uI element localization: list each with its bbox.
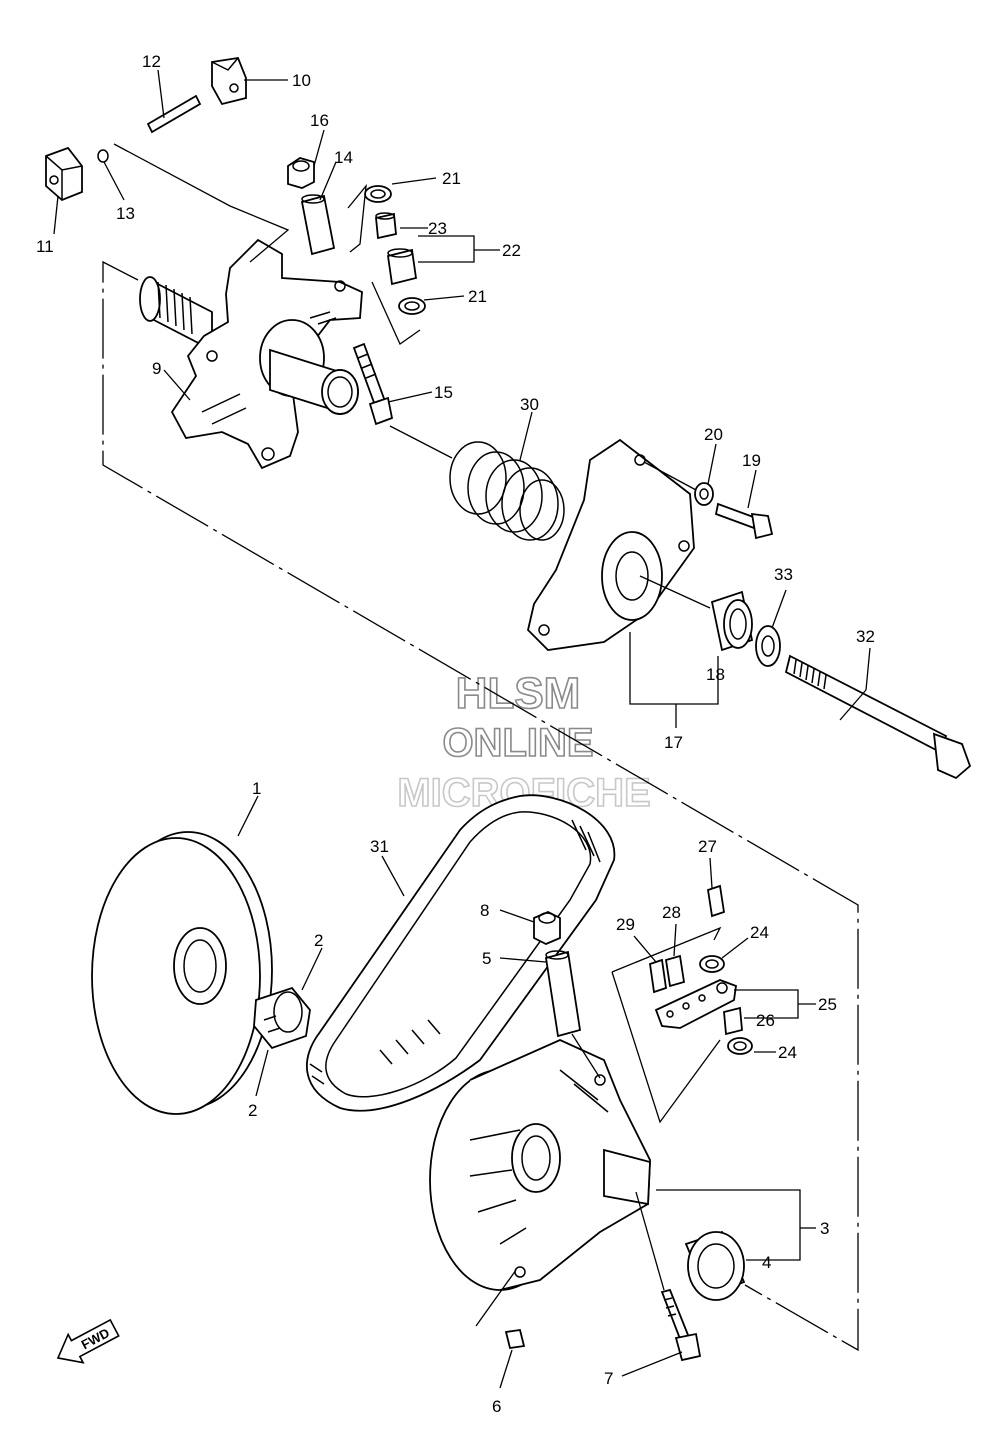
callout-19: 19: [742, 451, 761, 470]
part-bolt-19: [714, 502, 774, 540]
callout-16: 16: [310, 111, 329, 130]
callout-25: 25: [818, 995, 837, 1014]
part-collar-2: [253, 986, 311, 1050]
leader-lines: [53, 69, 871, 1389]
part-cover-17: [527, 438, 695, 651]
part-washer-33: [755, 625, 781, 667]
part-bushing-18: [710, 590, 754, 652]
part-ring-13: [97, 149, 109, 163]
callout-3: 3: [820, 1219, 829, 1238]
callout-1: 1: [252, 779, 261, 798]
part-bushing-22: [386, 248, 418, 286]
watermark-line1: HLSM: [456, 669, 581, 718]
callout-12: 12: [142, 52, 161, 71]
part-screw-28: [664, 954, 686, 988]
part-washer-24a: [699, 955, 725, 973]
callout-23: 23: [428, 219, 447, 238]
watermark-line2: ONLINE: [442, 721, 593, 765]
part-bolt-32: [784, 654, 972, 780]
part-bolt-7: [660, 1288, 702, 1362]
callout-8: 8: [480, 901, 489, 920]
callout-2a: 2: [314, 931, 323, 950]
part-nut-8: [533, 911, 561, 945]
callout-28: 28: [662, 903, 681, 922]
callout-17: 17: [664, 733, 683, 752]
watermark: HLSM ONLINE MICROFICHE: [397, 668, 652, 816]
callout-24a: 24: [750, 923, 769, 942]
callout-33: 33: [774, 565, 793, 584]
part-washer-20: [694, 482, 714, 506]
part-sheave-1: [91, 831, 273, 1115]
part-spider-9: [139, 238, 363, 470]
part-screw-29: [649, 958, 667, 994]
callout-13: 13: [116, 204, 135, 223]
callout-15: 15: [434, 383, 453, 402]
callout-18: 18: [706, 665, 725, 684]
watermark-line3: MICROFICHE: [397, 771, 650, 815]
callout-21b: 21: [468, 287, 487, 306]
part-bolt-15: [352, 342, 394, 426]
part-weight-10: [211, 57, 247, 106]
part-washer-21b: [398, 297, 426, 315]
part-arm-25: [654, 979, 737, 1029]
callout-32: 32: [856, 627, 875, 646]
callout-21a: 21: [442, 169, 461, 188]
part-belt-31: [306, 794, 616, 1112]
part-bushing-4: [684, 1230, 746, 1301]
callout-4: 4: [762, 1253, 771, 1272]
part-pin-12: [146, 94, 202, 134]
callout-26: 26: [756, 1011, 775, 1030]
part-pin-6: [504, 1328, 526, 1350]
callout-27: 27: [698, 837, 717, 856]
part-nut-16: [287, 157, 315, 189]
part-collar-26: [723, 1006, 743, 1036]
fwd-arrow-icon: FWD: [56, 1318, 120, 1364]
part-washer-21a: [364, 185, 392, 203]
part-collar-23: [375, 212, 397, 240]
callout-29: 29: [616, 915, 635, 934]
callout-7: 7: [604, 1369, 613, 1388]
callout-31: 31: [370, 837, 389, 856]
callout-10: 10: [292, 71, 311, 90]
part-weight-11: [45, 146, 83, 202]
callout-2b: 2: [248, 1101, 257, 1120]
part-sheave-3: [429, 1039, 651, 1291]
part-sleeve-14: [300, 194, 336, 256]
callout-labels: 12 10 16 14 21 13 23 11 22 21 9 15 30 20…: [36, 52, 875, 1416]
part-spring-30: [449, 441, 565, 541]
callout-24b: 24: [778, 1043, 797, 1062]
part-sleeve-5: [544, 950, 582, 1038]
callout-6: 6: [492, 1397, 501, 1416]
callout-30: 30: [520, 395, 539, 414]
callout-22: 22: [502, 241, 521, 260]
callout-14: 14: [334, 148, 353, 167]
callout-11: 11: [36, 237, 54, 256]
callout-20: 20: [704, 425, 723, 444]
assembly-outline: [102, 260, 859, 1352]
part-washer-24b: [727, 1037, 753, 1055]
callout-5: 5: [482, 949, 491, 968]
callout-9: 9: [152, 359, 161, 378]
part-screw-27: [706, 884, 726, 918]
